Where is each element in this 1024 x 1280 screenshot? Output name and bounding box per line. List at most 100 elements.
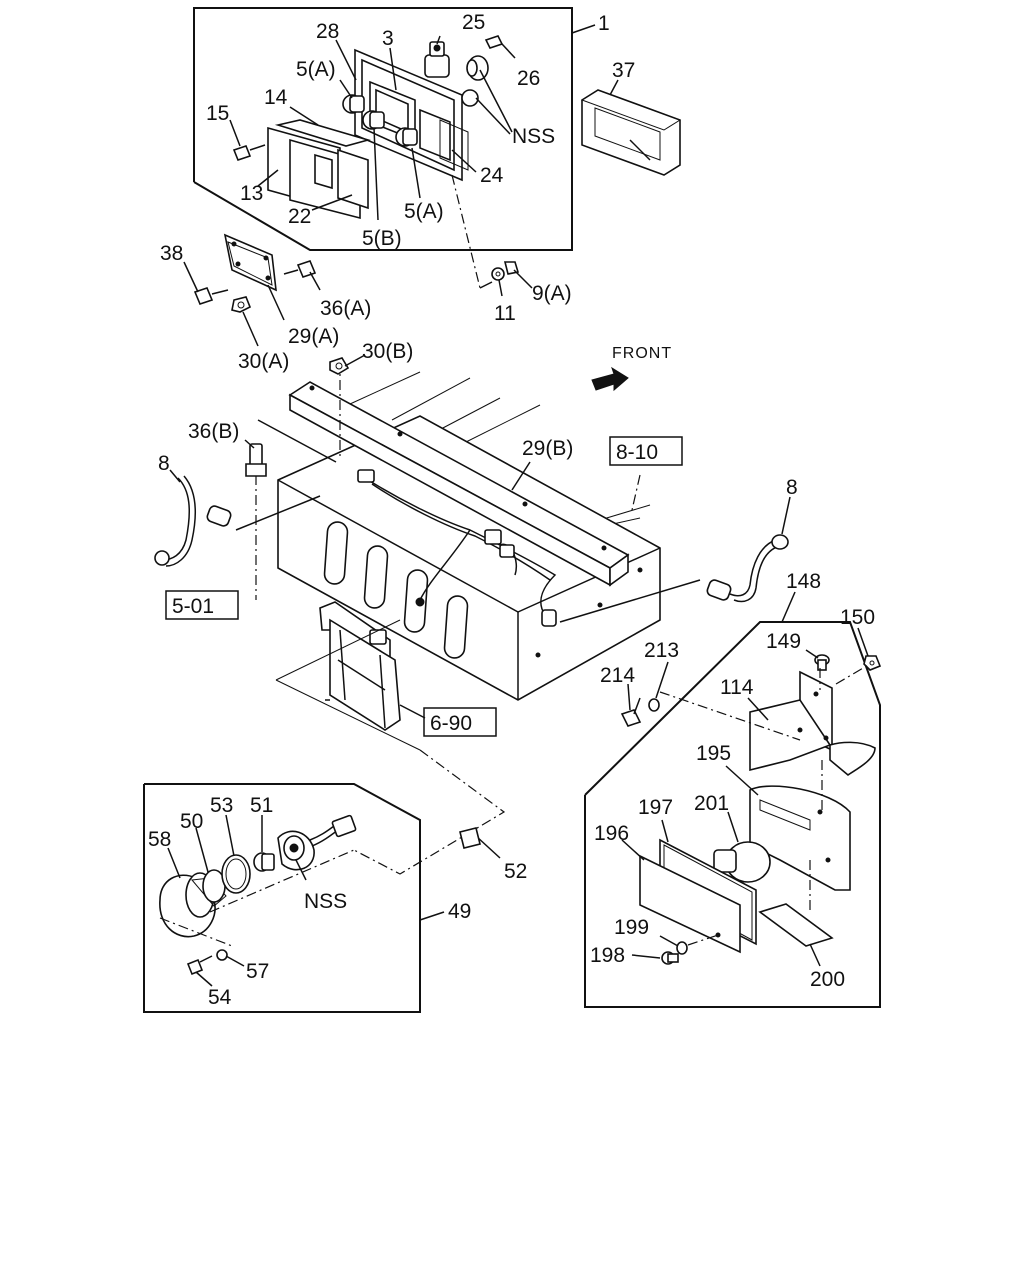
harness-8-right — [706, 534, 789, 603]
label-114: 114 — [720, 676, 754, 699]
harness-8-left — [154, 475, 232, 567]
bulb-5a-lower — [395, 127, 418, 147]
label-201: 201 — [694, 792, 729, 815]
screw-15 — [232, 144, 266, 161]
label-51: 51 — [250, 794, 273, 817]
front-indicator: FRONT — [591, 345, 672, 392]
reflector-37 — [580, 89, 682, 176]
label-29b: 29(B) — [522, 437, 573, 460]
bracket-6-90 — [319, 601, 401, 731]
label-24: 24 — [480, 164, 504, 187]
ref-8-10: 8-10 — [609, 436, 683, 466]
label-213: 213 — [644, 639, 679, 662]
label-5a-lower: 5(A) — [404, 200, 444, 223]
label-57: 57 — [246, 960, 269, 983]
bracket-114 — [749, 670, 876, 777]
nss-cap-upper — [466, 55, 489, 81]
ref-5-01: 5-01 — [165, 590, 239, 620]
label-nss-2: NSS — [304, 890, 347, 913]
clip-52 — [459, 827, 481, 849]
label-1: 1 — [598, 12, 610, 35]
label-13: 13 — [240, 182, 263, 205]
label-199: 199 — [614, 916, 649, 939]
label-196: 196 — [594, 822, 629, 845]
bulb-201 — [713, 841, 771, 883]
bolt-36b — [245, 443, 267, 477]
label-15: 15 — [206, 102, 229, 125]
bracket-29a — [223, 233, 277, 292]
plate-200 — [758, 903, 834, 947]
lens-22 — [337, 148, 369, 210]
lamp-body-195 — [749, 785, 851, 891]
label-58: 58 — [148, 828, 171, 851]
bolt-214 — [620, 697, 642, 727]
label-195: 195 — [696, 742, 731, 765]
label-52: 52 — [504, 860, 527, 883]
label-9a: 9(A) — [532, 282, 572, 305]
label-49: 49 — [448, 900, 471, 923]
label-198: 198 — [590, 944, 625, 967]
socket-nss — [277, 814, 357, 871]
bulb-51 — [253, 852, 275, 872]
label-54: 54 — [208, 986, 232, 1009]
washer-213 — [648, 698, 660, 712]
label-11: 11 — [494, 302, 516, 325]
label-150: 150 — [840, 606, 875, 629]
ref-6-90: 6-90 — [423, 707, 497, 737]
nut-150 — [863, 655, 882, 671]
label-36b: 36(B) — [188, 420, 239, 443]
ring-53 — [221, 854, 251, 894]
group-box-49 — [143, 783, 445, 1013]
label-nss-1: NSS — [512, 125, 555, 148]
label-149: 149 — [766, 630, 801, 653]
label-197: 197 — [638, 796, 673, 819]
label-30b: 30(B) — [362, 340, 413, 363]
crossmember-29b — [288, 381, 630, 587]
screw-26 — [484, 35, 516, 59]
group-box-148 — [584, 591, 881, 1008]
gasket-24 — [439, 119, 469, 171]
label-148: 148 — [786, 570, 821, 593]
screw-149 — [814, 654, 830, 671]
bolt-38 — [193, 287, 229, 305]
label-3: 3 — [382, 27, 394, 50]
washer-11 — [491, 267, 505, 281]
nss-cap-lower — [461, 89, 479, 107]
washer-199 — [676, 941, 688, 955]
label-36a: 36(A) — [320, 297, 371, 320]
screw-198 — [661, 951, 679, 965]
label-38: 38 — [160, 242, 183, 265]
bolt-36a — [283, 260, 317, 278]
label-29a: 29(A) — [288, 325, 339, 348]
label-5b: 5(B) — [362, 227, 402, 250]
label-200: 200 — [810, 968, 845, 991]
screw-54 — [186, 955, 213, 976]
ref-5-01-text: 5-01 — [172, 595, 214, 618]
lens-196 — [639, 854, 741, 954]
socket-25 — [424, 41, 450, 78]
bulb-5b — [362, 110, 385, 130]
label-8-right: 8 — [786, 476, 798, 499]
label-30a: 30(A) — [238, 350, 289, 373]
nut-30a — [231, 296, 252, 313]
front-arrow-icon — [591, 366, 629, 392]
label-8-left: 8 — [158, 452, 170, 475]
label-25: 25 — [462, 11, 485, 34]
wiring-harness — [357, 469, 557, 627]
label-22: 22 — [288, 205, 311, 228]
ref-6-90-text: 6-90 — [430, 712, 472, 735]
label-214: 214 — [600, 664, 635, 687]
group-box-1 — [193, 7, 596, 251]
label-53: 53 — [210, 794, 233, 817]
front-label: FRONT — [612, 345, 672, 362]
label-5a-upper: 5(A) — [296, 58, 336, 81]
washer-57 — [216, 949, 228, 961]
label-50: 50 — [180, 810, 203, 833]
label-28: 28 — [316, 20, 339, 43]
label-14: 14 — [264, 86, 288, 109]
label-37: 37 — [612, 59, 635, 82]
bulb-5a-upper — [342, 94, 365, 114]
nut-30b — [329, 357, 350, 375]
label-26: 26 — [517, 67, 540, 90]
